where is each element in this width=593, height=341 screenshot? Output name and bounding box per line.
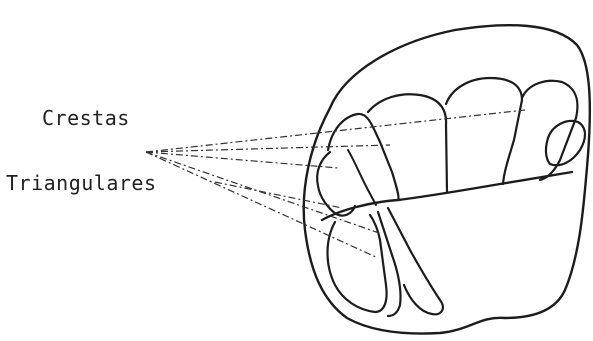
leader-line-1 (146, 110, 525, 152)
leader-line-4 (146, 152, 382, 234)
buccal-cusp-3 (446, 78, 522, 184)
buccal-cusp-4 (522, 81, 577, 180)
mesial-marginal (317, 152, 355, 216)
lingual-cusp-3 (388, 208, 443, 314)
cusp-ridge-inner (348, 150, 376, 205)
label-crestas: Crestas (42, 106, 130, 130)
leader-line-5 (146, 152, 378, 258)
buccal-cusp-1 (328, 114, 399, 200)
leader-line-6 (215, 182, 342, 208)
lingual-cusp-1 (328, 215, 387, 312)
label-triangulares: Triangulares (6, 171, 157, 195)
